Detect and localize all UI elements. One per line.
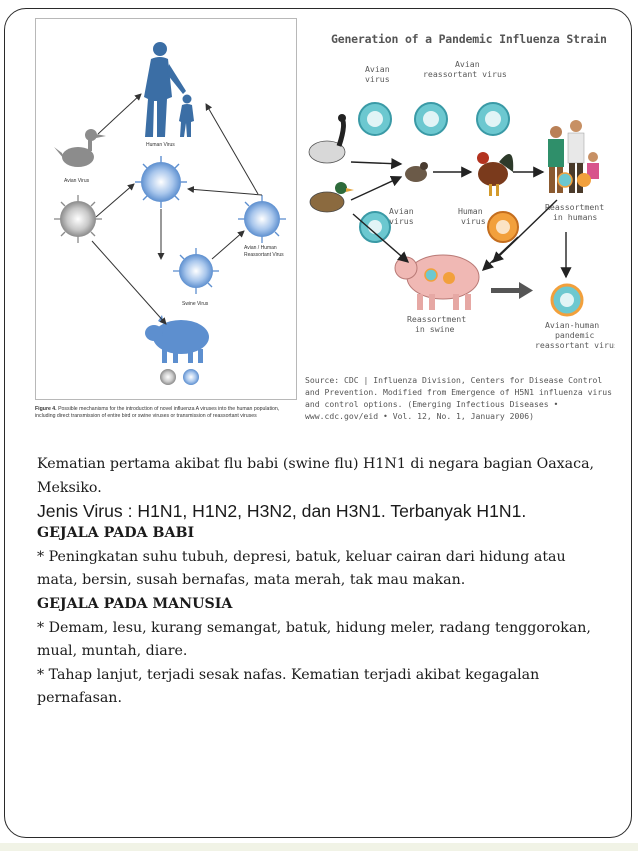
reassortant-virus-icon-2 [477, 103, 509, 135]
intro-text: Kematian pertama akibat flu babi (swine … [37, 453, 607, 500]
swine-virus-label: Swine Virus [182, 301, 209, 307]
rooster-icon [477, 152, 513, 196]
right-figure-source: Source: CDC | Influenza Division, Center… [305, 374, 615, 422]
content-text: Kematian pertama akibat flu babi (swine … [37, 453, 607, 711]
transmission-arrows [92, 94, 262, 324]
mallard-icon [310, 182, 354, 212]
swine-virus-icon [173, 248, 219, 294]
reassortant-virus-icon-1 [415, 103, 447, 135]
human-family-icon [548, 120, 599, 193]
transmission-diagram: Human Virus Avian Virus [36, 19, 296, 399]
late-stage-text: * Tahap lanjut, terjadi sesak nafas. Kem… [37, 664, 607, 711]
heading-human-symptoms: GEJALA PADA MANUSIA [37, 593, 607, 617]
caption-text: Possible mechanisms for the introduction… [35, 406, 279, 419]
caption-title: Figure 4. [35, 406, 57, 412]
avian-virus-label: Avian Virus [64, 178, 90, 184]
human-virus-small-icon-1 [558, 173, 572, 187]
small-gray-virus-icon [160, 369, 176, 385]
small-blue-virus-icon [183, 369, 199, 385]
human-virus-icon [135, 156, 187, 208]
human-silhouette-icon [144, 42, 194, 137]
human-virus-label: Human Virus [146, 142, 175, 148]
double-arrow-right-icon [491, 282, 533, 299]
heading-pig-symptoms: GEJALA PADA BABI [37, 522, 607, 546]
virus-types-text: Jenis Virus : H1N1, H1N2, H3N2, dan H3N1… [37, 500, 607, 522]
avian-virus-teal-icon [359, 103, 391, 135]
reassortant-virus-icon [238, 195, 286, 243]
pig-symptoms-text: * Peningkatan suhu tubuh, depresi, batuk… [37, 546, 607, 593]
human-virus-small-icon-2 [577, 173, 591, 187]
avian-virus-mid-icon [360, 212, 390, 242]
pandemic-virus-icon [552, 285, 582, 315]
bottom-band [0, 843, 638, 851]
right-figure: Generation of a Pandemic Influenza Strai… [303, 22, 615, 434]
goose-icon [309, 114, 346, 163]
swine-virus-icon-1 [425, 269, 437, 281]
human-symptoms-text: * Demam, lesu, kurang semangat, batuk, h… [37, 617, 607, 664]
reassortant-label: Avian / Human Reassortant Virus [244, 245, 284, 258]
swine-pig-icon [395, 255, 479, 310]
left-figure-frame: Human Virus Avian Virus [35, 18, 297, 400]
avian-virus-icon [54, 195, 102, 243]
swine-virus-icon-2 [443, 272, 455, 284]
human-virus-orange-icon [488, 212, 518, 242]
left-figure: Human Virus Avian Virus [35, 18, 297, 428]
duck-icon [54, 129, 106, 167]
left-figure-caption: Figure 4. Possible mechanisms for the in… [35, 406, 297, 420]
pig-icon [145, 315, 209, 363]
quail-icon [405, 162, 428, 182]
